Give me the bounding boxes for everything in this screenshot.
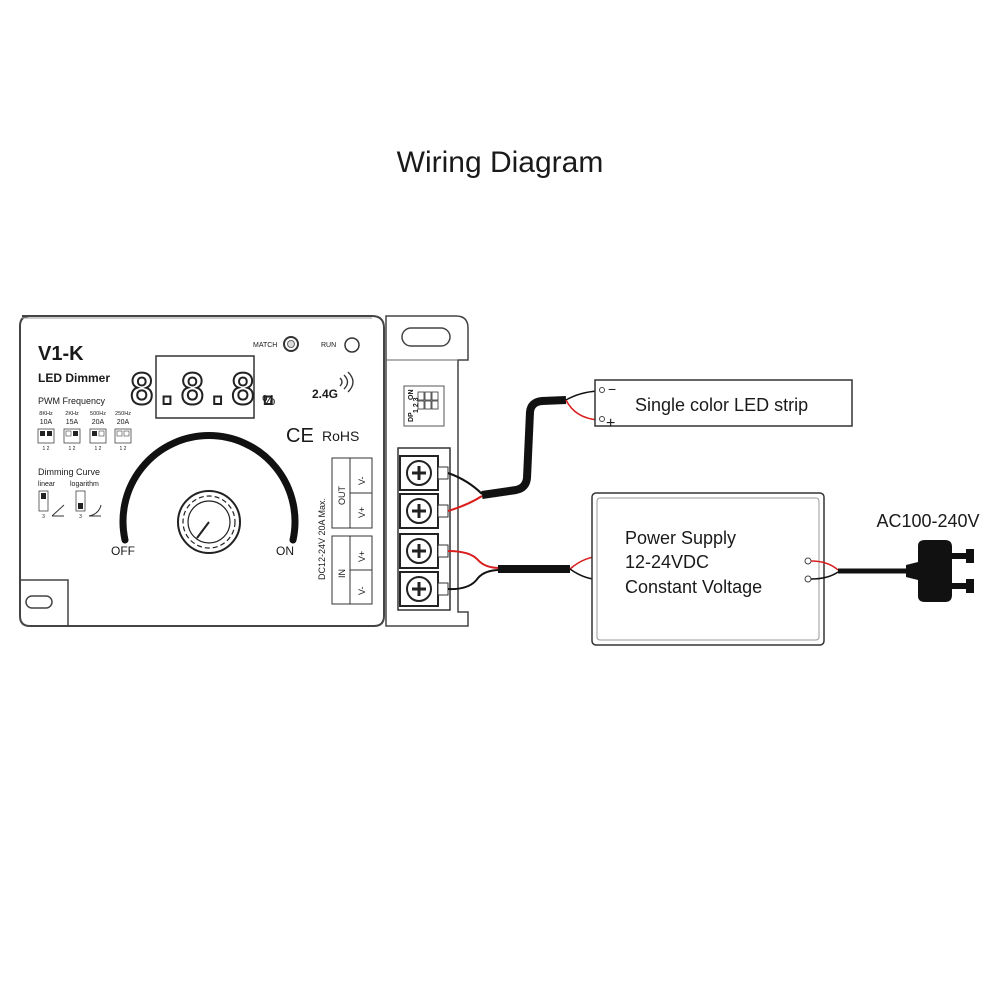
rohs-mark: RoHS bbox=[322, 428, 359, 444]
in-vplus-label: V+ bbox=[357, 551, 367, 562]
pwm-current-1: 10A bbox=[40, 419, 53, 426]
terminal-screw-out-vminus[interactable] bbox=[399, 455, 439, 491]
terminal-housing: ON DP 1 2 3 DC12-24V 20A Max. OUT V- V+ … bbox=[317, 315, 469, 627]
pwm-switch-3 bbox=[89, 428, 107, 444]
out-vplus-label: V+ bbox=[357, 507, 367, 518]
dimmer-controller: V1-K LED Dimmer 8.8.8. % MATCH RUN 2.4G … bbox=[19, 315, 385, 627]
input-cable bbox=[447, 550, 607, 591]
dimming-switch-num-linear: 3 bbox=[42, 514, 45, 520]
dip-switch[interactable] bbox=[403, 385, 445, 427]
led-minus-label: − bbox=[608, 381, 616, 397]
display-digits: 8.8.8. bbox=[129, 365, 281, 414]
pwm-freq-4: 250Hz bbox=[115, 411, 131, 417]
wireless-label: 2.4G bbox=[312, 387, 338, 401]
rating-label: DC12-24V 20A Max. bbox=[317, 498, 327, 580]
linear-curve-icon bbox=[51, 504, 65, 517]
led-strip: − + Single color LED strip bbox=[594, 379, 853, 432]
dimming-heading: Dimming Curve bbox=[38, 467, 100, 477]
dip-on-label: ON bbox=[408, 390, 415, 401]
out-vminus-label: V- bbox=[357, 476, 367, 485]
mounting-slot-right bbox=[401, 327, 451, 347]
psu-line2: 12-24VDC bbox=[625, 552, 709, 572]
pwm-switch-nums-1: 1 2 bbox=[43, 446, 50, 452]
dimming-switch-linear bbox=[38, 490, 49, 512]
device-subtitle: LED Dimmer bbox=[38, 371, 110, 385]
psu-ac-terminal-2 bbox=[804, 575, 812, 583]
percent-sign: % bbox=[262, 392, 275, 409]
wireless-icon bbox=[339, 371, 354, 393]
run-indicator bbox=[344, 337, 360, 353]
ac-voltage-label: AC100-240V bbox=[876, 511, 979, 531]
ac-plug-icon bbox=[906, 540, 974, 602]
knob-off-label: OFF bbox=[111, 544, 135, 558]
ce-mark: CE bbox=[286, 425, 314, 447]
output-cable bbox=[447, 390, 599, 512]
dip-nums: 1 2 3 bbox=[413, 397, 420, 413]
pwm-switch-2 bbox=[63, 428, 81, 444]
in-vminus-label: V- bbox=[357, 586, 367, 595]
pwm-switch-nums-2: 1 2 bbox=[69, 446, 76, 452]
in-label-box bbox=[331, 535, 373, 605]
dimming-log-label: logarithm bbox=[70, 481, 99, 488]
pwm-freq-3: 500Hz bbox=[90, 411, 106, 417]
pwm-current-2: 15A bbox=[66, 419, 79, 426]
pwm-switch-1 bbox=[37, 428, 55, 444]
model-label: V1-K bbox=[38, 343, 84, 365]
dimming-linear-label: linear bbox=[38, 481, 56, 488]
segment-display bbox=[155, 355, 255, 419]
terminal-screw-in-vminus[interactable] bbox=[399, 571, 439, 607]
pwm-options: 8KHz 2KHz 500Hz 250Hz 10A 15A 20A 20A bbox=[37, 411, 132, 452]
psu-ac-terminal-1 bbox=[804, 557, 812, 565]
dimmer-knob[interactable] bbox=[177, 490, 241, 554]
match-label: MATCH bbox=[253, 342, 277, 349]
out-label: OUT bbox=[337, 486, 347, 506]
pwm-switch-4 bbox=[114, 428, 132, 444]
psu-line3: Constant Voltage bbox=[625, 577, 762, 597]
dimming-switch-log bbox=[75, 490, 86, 512]
terminal-screw-in-vplus[interactable] bbox=[399, 533, 439, 569]
out-label-box bbox=[331, 457, 373, 529]
dip-dp-label: DP bbox=[408, 412, 415, 422]
knob-on-label: ON bbox=[276, 544, 294, 558]
ac-cable bbox=[810, 560, 908, 580]
psu-line1: Power Supply bbox=[625, 528, 736, 548]
pwm-switch-nums-4: 1 2 bbox=[120, 446, 127, 452]
pwm-freq-1: 8KHz bbox=[39, 411, 53, 417]
pwm-switch-nums-3: 1 2 bbox=[95, 446, 102, 452]
log-curve-icon bbox=[88, 504, 102, 517]
pwm-current-4: 20A bbox=[117, 419, 130, 426]
dimming-switch-num-log: 3 bbox=[79, 514, 82, 520]
diagram-title: Wiring Diagram bbox=[397, 146, 604, 179]
led-plus-label: + bbox=[606, 415, 615, 432]
mounting-tab-left bbox=[20, 579, 69, 626]
run-label: RUN bbox=[321, 342, 336, 349]
in-label: IN bbox=[337, 569, 347, 578]
pwm-current-3: 20A bbox=[92, 419, 105, 426]
power-supply: Power Supply 12-24VDC Constant Voltage bbox=[591, 492, 825, 646]
pwm-heading: PWM Frequency bbox=[38, 396, 106, 406]
mounting-slot-left bbox=[25, 595, 53, 609]
led-strip-label: Single color LED strip bbox=[635, 395, 808, 415]
pwm-freq-2: 2KHz bbox=[65, 411, 79, 417]
terminal-screw-out-vplus[interactable] bbox=[399, 493, 439, 529]
knob-arc bbox=[119, 432, 299, 544]
